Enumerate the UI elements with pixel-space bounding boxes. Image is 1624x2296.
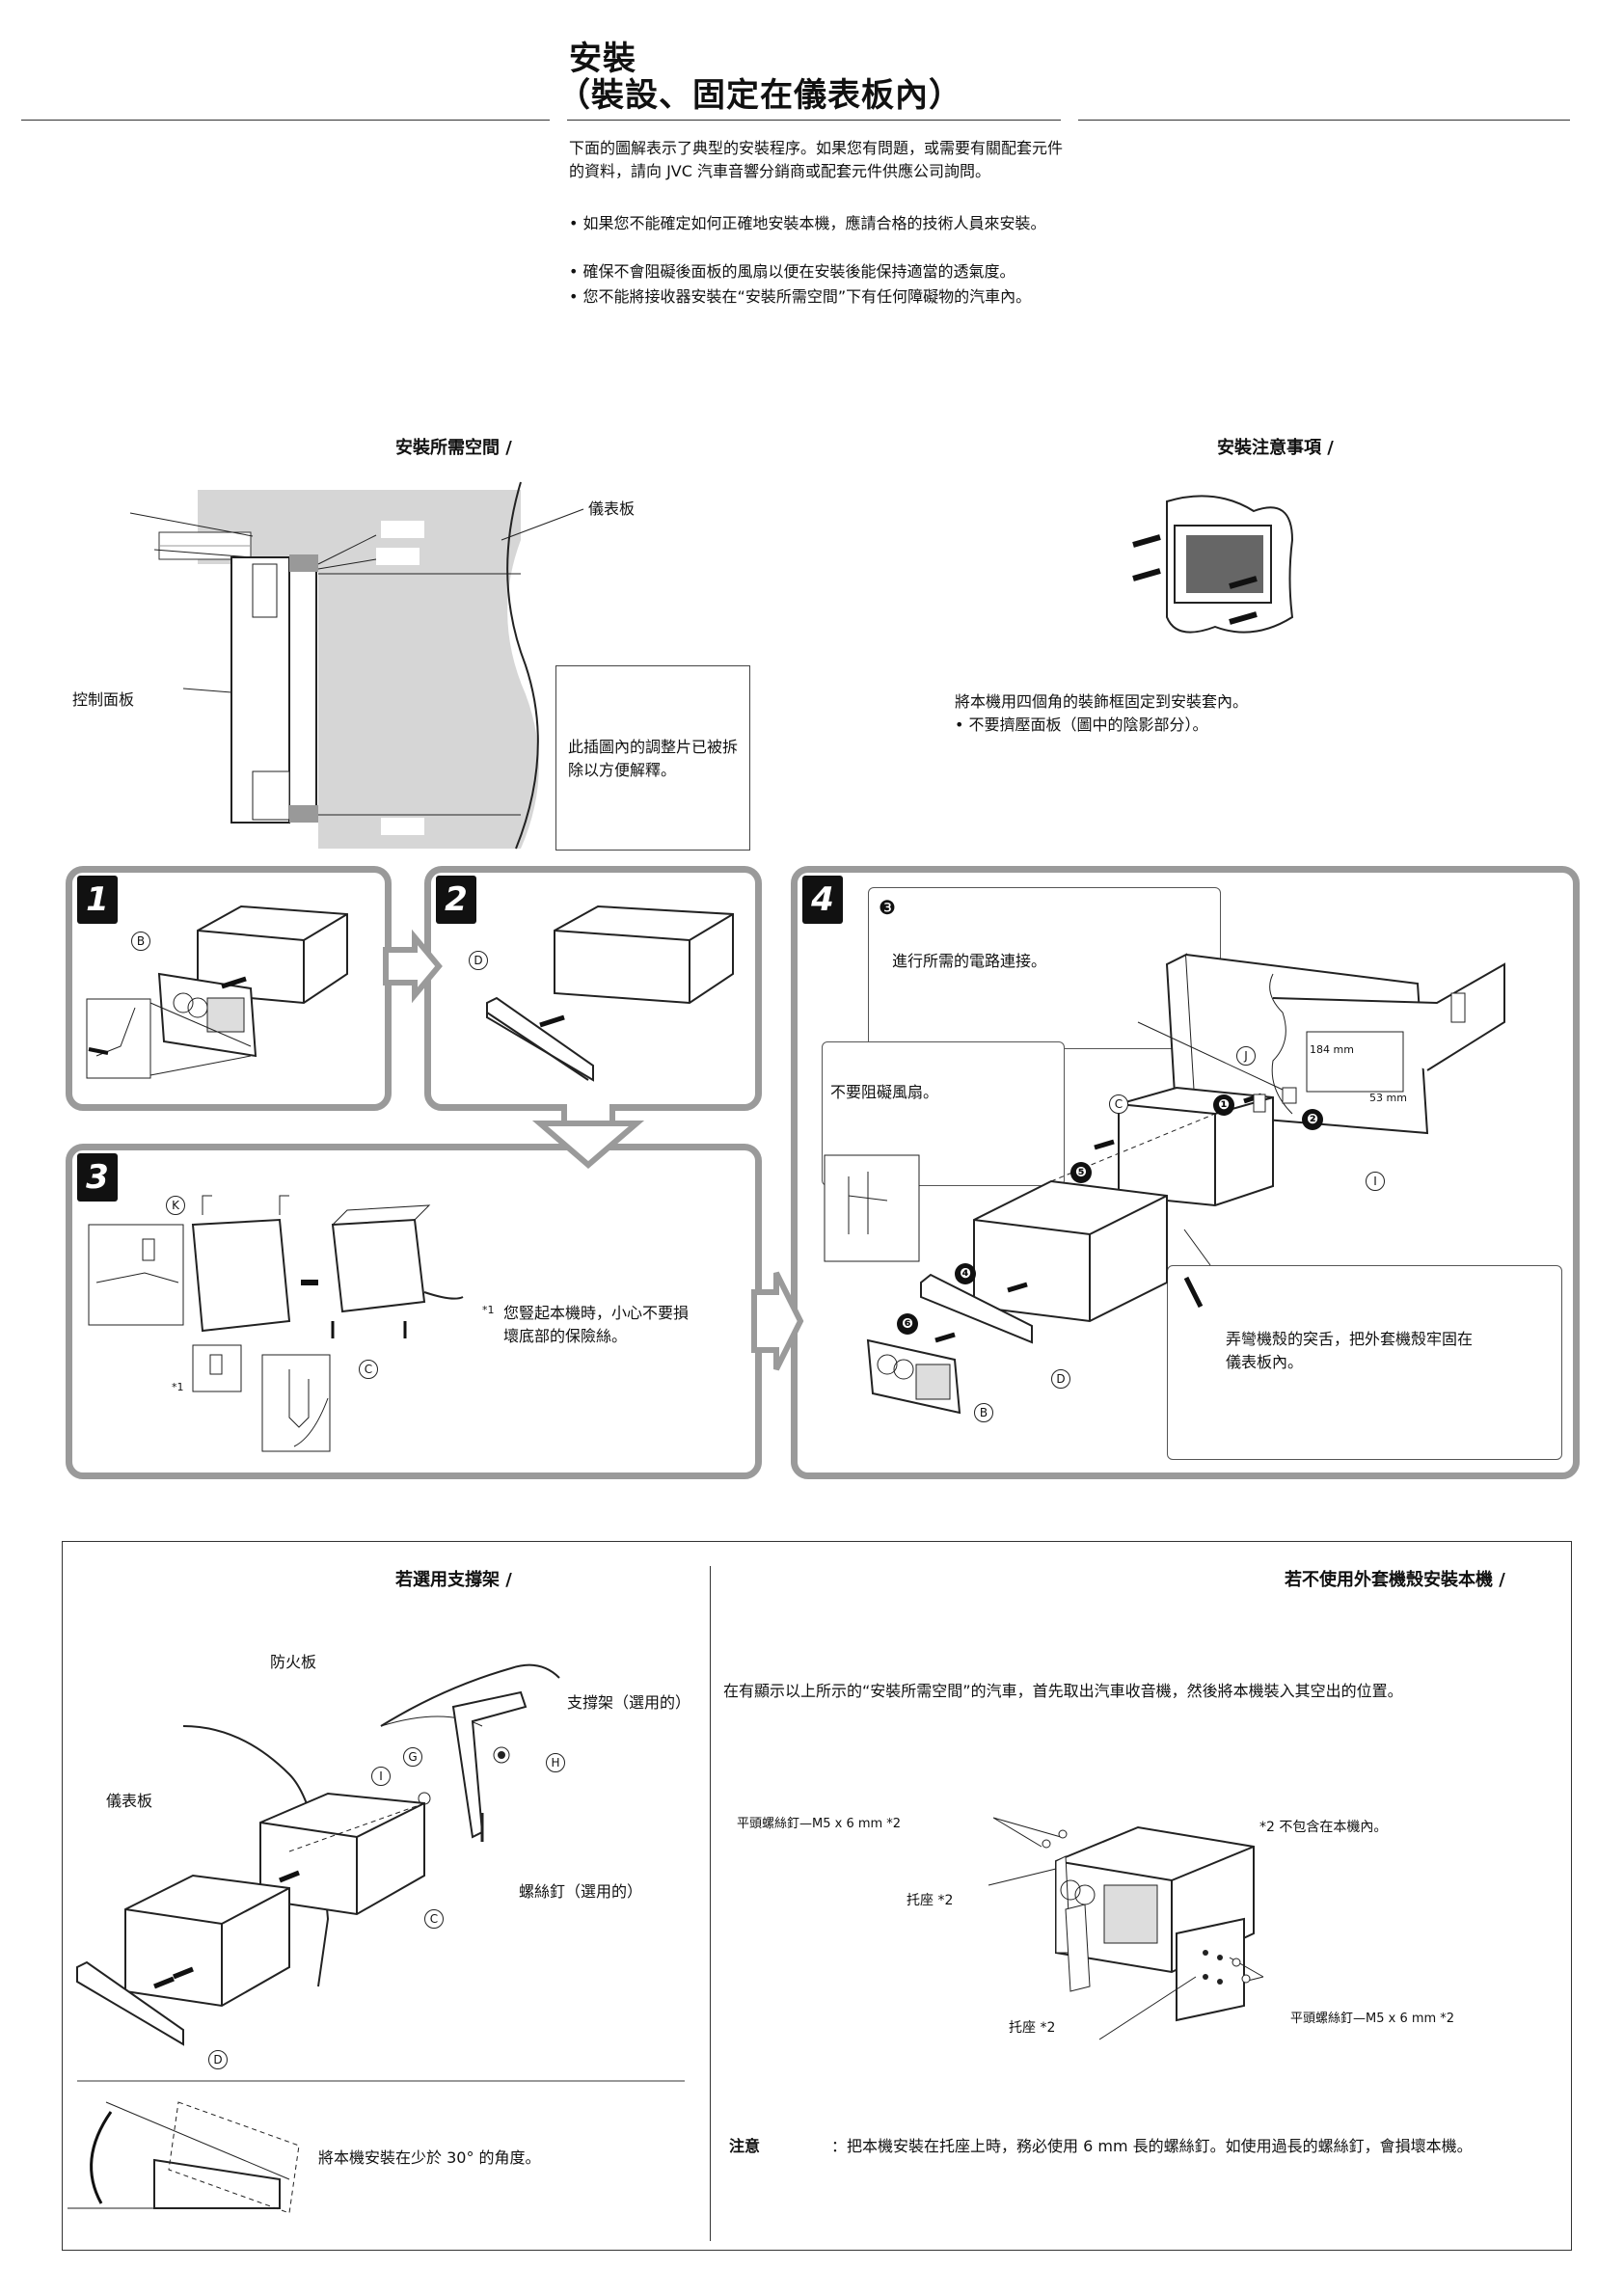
opening-width: 184 mm bbox=[1310, 1043, 1354, 1056]
nosleeve-text: 在有顯示以上所示的“安裝所需空間”的汽車，首先取出汽車收音機，然後將本機裝入其空… bbox=[723, 1682, 1403, 1700]
rule-center bbox=[567, 120, 1061, 121]
part-h-marker: H bbox=[546, 1753, 565, 1772]
nosleeve-heading: 若不使用外套機殼安裝本機 / bbox=[1285, 1570, 1505, 1590]
part-b-marker-step4: B bbox=[974, 1403, 993, 1422]
bracket-heading: 若選用支撐架 / bbox=[395, 1570, 512, 1590]
step-4-num-4: ❹ bbox=[955, 1263, 976, 1284]
bracket-dashboard-label: 儀表板 bbox=[106, 1792, 153, 1810]
part-d-marker-step2: D bbox=[469, 951, 488, 970]
step-4-num-1: ❶ bbox=[1213, 1094, 1234, 1116]
note-text: ：把本機安裝在托座上時，務必使用 6 mm 長的螺絲釘。如使用過長的螺絲釘，會損… bbox=[831, 2137, 1473, 2155]
page-subtitle: （裝設、固定在儀表板內） bbox=[557, 76, 962, 115]
part-j-marker: J bbox=[1236, 1046, 1256, 1066]
part-c-marker-bracket: C bbox=[424, 1909, 444, 1929]
intro-bullet-1: • 如果您不能確定如何正確地安裝本機，應請合格的技術人員來安裝。 bbox=[569, 214, 1046, 232]
part-b-marker: B bbox=[131, 932, 150, 951]
bottom-divider bbox=[710, 1566, 711, 2241]
rule-right bbox=[1078, 120, 1570, 121]
space-note-box: 此插圖內的調整片已被拆除以方便解釋。 bbox=[555, 665, 750, 851]
part-c-marker-step3: C bbox=[359, 1360, 378, 1379]
note-label: 注意 bbox=[729, 2137, 761, 2155]
intro-bullet-2: • 確保不會阻礙後面板的風扇以便在安裝後能保持適當的透氣度。 bbox=[569, 262, 1015, 281]
part-c-marker-step4: C bbox=[1109, 1094, 1128, 1114]
angle-note: 將本機安裝在少於 30° 的角度。 bbox=[318, 2148, 541, 2167]
page-title: 安裝 bbox=[569, 40, 636, 78]
step-3-note: 您豎起本機時，小心不要損壞底部的保險絲。 bbox=[503, 1304, 690, 1345]
part-d-marker-bracket: D bbox=[208, 2050, 228, 2069]
part-k-marker: K bbox=[166, 1196, 185, 1215]
caution-text: 將本機用四個角的裝飾框固定到安裝套內。 bbox=[955, 692, 1249, 711]
step-3-note-mark: *1 bbox=[482, 1304, 495, 1316]
intro-bullet-3: • 您不能將接收器安裝在“安裝所需空間”下有任何障礙物的汽車內。 bbox=[569, 287, 1032, 306]
fan-callout: 不要阻礙風扇。 bbox=[822, 1041, 1065, 1186]
pocket-label-2: 托座 *2 bbox=[1009, 2020, 1056, 2036]
step-4-num-2: ❷ bbox=[1302, 1109, 1323, 1130]
screw-spec-left: 平頭螺絲釘—M5 x 6 mm *2 bbox=[737, 1817, 902, 1831]
pocket-label-1: 托座 *2 bbox=[907, 1893, 954, 1908]
part-d-marker-step4: D bbox=[1051, 1369, 1070, 1389]
caution-heading: 安裝注意事項 / bbox=[1217, 438, 1334, 458]
bottom-box bbox=[62, 1541, 1572, 2251]
connect-callout: ❸ 進行所需的電路連接。 bbox=[868, 887, 1221, 1049]
connect-step-number: ❸ bbox=[879, 896, 896, 919]
step-4-num-5: ❺ bbox=[1070, 1162, 1092, 1183]
bend-text: 弄彎機殼的突舌，把外套機殼牢固在儀表板內。 bbox=[1226, 1330, 1474, 1371]
step-2-number: 2 bbox=[436, 876, 476, 924]
connect-text: 進行所需的電路連接。 bbox=[892, 952, 1047, 970]
screw-label: 螺絲釘（選用的） bbox=[519, 1882, 643, 1901]
fan-text: 不要阻礙風扇。 bbox=[830, 1083, 939, 1101]
footnote-mark-1: *1 bbox=[172, 1381, 184, 1393]
screw-spec-right: 平頭螺絲釘—M5 x 6 mm *2 bbox=[1290, 2012, 1455, 2026]
intro-text: 下面的圖解表示了典型的安裝程序。如果您有問題，或需要有關配套元件的資料，請向 J… bbox=[569, 139, 1064, 180]
step-4-number: 4 bbox=[802, 876, 843, 924]
part-i-marker-step4: I bbox=[1366, 1172, 1385, 1191]
space-control-panel-label: 控制面板 bbox=[72, 690, 135, 709]
step-1-number: 1 bbox=[77, 876, 118, 924]
opening-height: 53 mm bbox=[1369, 1092, 1407, 1104]
step-3-number: 3 bbox=[77, 1153, 118, 1202]
rule-left bbox=[21, 120, 550, 121]
not-included-note: *2 不包含在本機內。 bbox=[1259, 1820, 1388, 1835]
caution-bullet: • 不要擠壓面板（圖中的陰影部分）。 bbox=[955, 716, 1208, 734]
bend-callout: 弄彎機殼的突舌，把外套機殼牢固在儀表板內。 bbox=[1167, 1265, 1562, 1460]
space-note: 此插圖內的調整片已被拆除以方便解釋。 bbox=[568, 738, 739, 779]
strap-label: 支撐架（選用的） bbox=[567, 1693, 691, 1712]
space-heading: 安裝所需空間 / bbox=[395, 438, 512, 458]
space-dashboard-label: 儀表板 bbox=[588, 500, 636, 518]
part-i-marker: I bbox=[371, 1767, 391, 1786]
part-g-marker: G bbox=[403, 1747, 422, 1767]
step-4-num-6: ❻ bbox=[897, 1313, 918, 1335]
firewall-label: 防火板 bbox=[270, 1653, 317, 1671]
